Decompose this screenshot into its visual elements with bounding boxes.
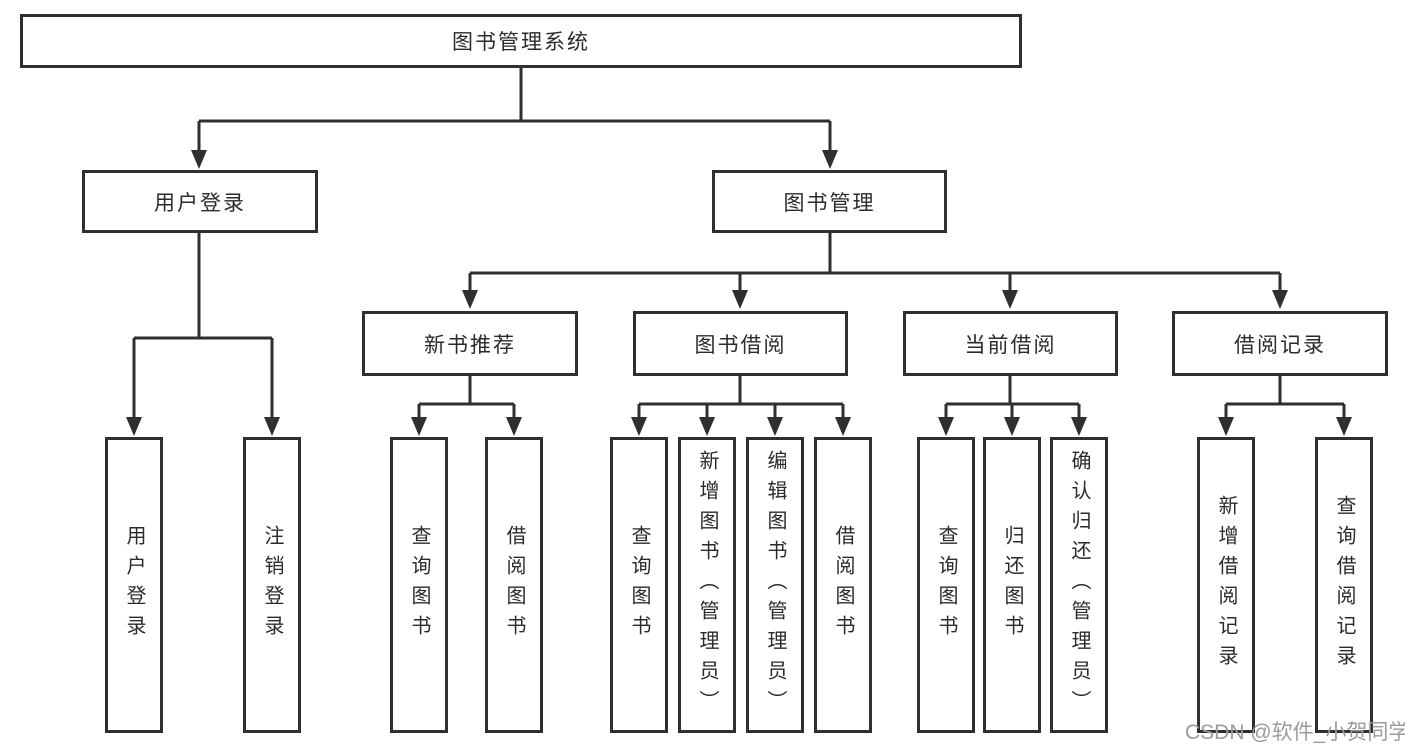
node-label: 新书推荐 — [424, 333, 516, 357]
node-label: 新增图书（管理员） — [696, 450, 718, 720]
node-label: 当前借阅 — [964, 333, 1057, 357]
tree-edges — [132, 67, 1346, 419]
leaf-borrow-book: 借阅图书 — [814, 437, 872, 733]
node-label: 借阅记录 — [1234, 333, 1326, 357]
leaf-edit-book-admin: 编辑图书（管理员） — [746, 437, 804, 733]
leaf-query-borrow-record: 查询借阅记录 — [1315, 437, 1373, 733]
leaf-return-book: 归还图书 — [983, 437, 1041, 733]
leaf-add-borrow-record: 新增借阅记录 — [1197, 437, 1255, 733]
leaf-query-book-borrowing: 查询图书 — [610, 437, 668, 733]
node-label: 查询图书 — [628, 525, 650, 645]
node-label: 新增借阅记录 — [1215, 495, 1237, 675]
node-library-management-system: 图书管理系统 — [20, 14, 1022, 68]
node-label: 用户登录 — [154, 191, 246, 215]
leaf-user-login: 用户登录 — [105, 437, 163, 733]
node-current-borrowing: 当前借阅 — [903, 311, 1118, 376]
node-label: 编辑图书（管理员） — [764, 450, 786, 720]
node-label: 注销登录 — [261, 525, 283, 645]
leaf-query-book-recommend: 查询图书 — [390, 437, 448, 733]
node-user-login: 用户登录 — [82, 170, 318, 233]
node-label: 借阅图书 — [503, 525, 525, 645]
node-label: 图书管理 — [783, 191, 876, 215]
leaf-confirm-return-admin: 确认归还（管理员） — [1050, 437, 1108, 733]
leaf-borrow-book-recommend: 借阅图书 — [485, 437, 543, 733]
node-label: 图书管理系统 — [452, 31, 590, 54]
node-label: 查询图书 — [408, 525, 430, 645]
arrowheads — [126, 150, 1352, 436]
node-book-management: 图书管理 — [712, 170, 947, 233]
node-label: 确认归还（管理员） — [1068, 450, 1090, 720]
node-label: 借阅图书 — [832, 525, 854, 645]
node-borrow-records: 借阅记录 — [1172, 311, 1388, 376]
node-label: 图书借阅 — [694, 333, 787, 357]
node-new-book-recommend: 新书推荐 — [362, 311, 578, 376]
node-label: 用户登录 — [123, 525, 145, 645]
node-label: 查询借阅记录 — [1333, 495, 1355, 675]
leaf-logout: 注销登录 — [243, 437, 301, 733]
node-book-borrowing: 图书借阅 — [633, 311, 848, 376]
leaf-query-book-current: 查询图书 — [917, 437, 975, 733]
csdn-watermark: CSDN @软件_小贺同学 — [1185, 721, 1405, 744]
node-label: 查询图书 — [935, 525, 957, 645]
node-label: 归还图书 — [1001, 525, 1023, 645]
leaf-add-book-admin: 新增图书（管理员） — [678, 437, 736, 733]
